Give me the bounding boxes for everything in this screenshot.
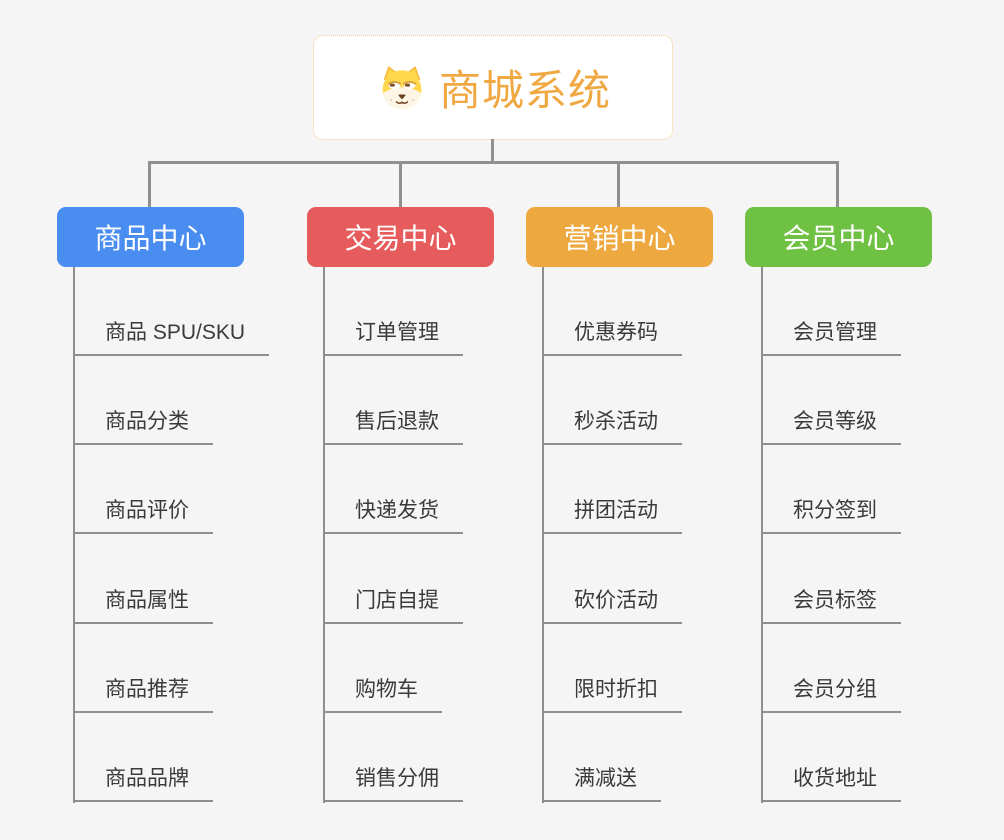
branch-node-member-center[interactable]: 会员中心 [745, 207, 932, 267]
connector-drop-branch-3 [617, 161, 620, 209]
child-node[interactable]: 会员标签 [761, 587, 901, 624]
child-node[interactable]: 门店自提 [323, 587, 463, 624]
child-node[interactable]: 订单管理 [323, 319, 463, 356]
child-node[interactable]: 购物车 [323, 676, 442, 713]
child-node[interactable]: 快递发货 [323, 497, 463, 534]
branch-node-trade-center[interactable]: 交易中心 [307, 207, 494, 267]
child-list-product-center: 商品 SPU/SKU 商品分类商品评价商品属性商品推荐商品品牌 [73, 267, 313, 804]
child-node[interactable]: 会员分组 [761, 676, 901, 713]
child-node[interactable]: 会员管理 [761, 319, 901, 356]
child-node[interactable]: 积分签到 [761, 497, 901, 534]
child-node[interactable]: 销售分佣 [323, 765, 463, 802]
child-node[interactable]: 优惠券码 [542, 319, 682, 356]
root-node[interactable]: 商城系统 [313, 35, 673, 140]
child-node[interactable]: 会员等级 [761, 408, 901, 445]
child-node[interactable]: 商品属性 [73, 587, 213, 624]
branch-node-product-center[interactable]: 商品中心 [57, 207, 244, 267]
connector-drop-branch-1 [148, 161, 151, 209]
connector-horizontal [148, 161, 839, 164]
child-node[interactable]: 收货地址 [761, 765, 901, 802]
child-list-marketing-center: 优惠券码秒杀活动拼团活动砍价活动限时折扣满减送 [542, 267, 782, 804]
connector-root-drop [491, 139, 494, 164]
child-node[interactable]: 商品品牌 [73, 765, 213, 802]
child-node[interactable]: 拼团活动 [542, 497, 682, 534]
child-list-trade-center: 订单管理售后退款快递发货门店自提购物车销售分佣 [323, 267, 563, 804]
branch-node-marketing-center[interactable]: 营销中心 [526, 207, 713, 267]
child-node[interactable]: 砍价活动 [542, 587, 682, 624]
child-node[interactable]: 商品推荐 [73, 676, 213, 713]
child-node[interactable]: 商品 SPU/SKU [73, 319, 270, 356]
connector-drop-branch-2 [399, 161, 402, 209]
child-node[interactable]: 满减送 [542, 765, 661, 802]
child-node[interactable]: 商品分类 [73, 408, 213, 445]
root-title: 商城系统 [438, 67, 611, 114]
shiba-dog-icon [382, 65, 422, 109]
child-node[interactable]: 限时折扣 [542, 676, 682, 713]
child-node[interactable]: 售后退款 [323, 408, 463, 445]
child-node[interactable]: 秒杀活动 [542, 408, 682, 445]
connector-drop-branch-4 [836, 161, 839, 209]
child-node[interactable]: 商品评价 [73, 497, 213, 534]
child-list-member-center: 会员管理会员等级积分签到会员标签会员分组收货地址 [761, 267, 1001, 804]
